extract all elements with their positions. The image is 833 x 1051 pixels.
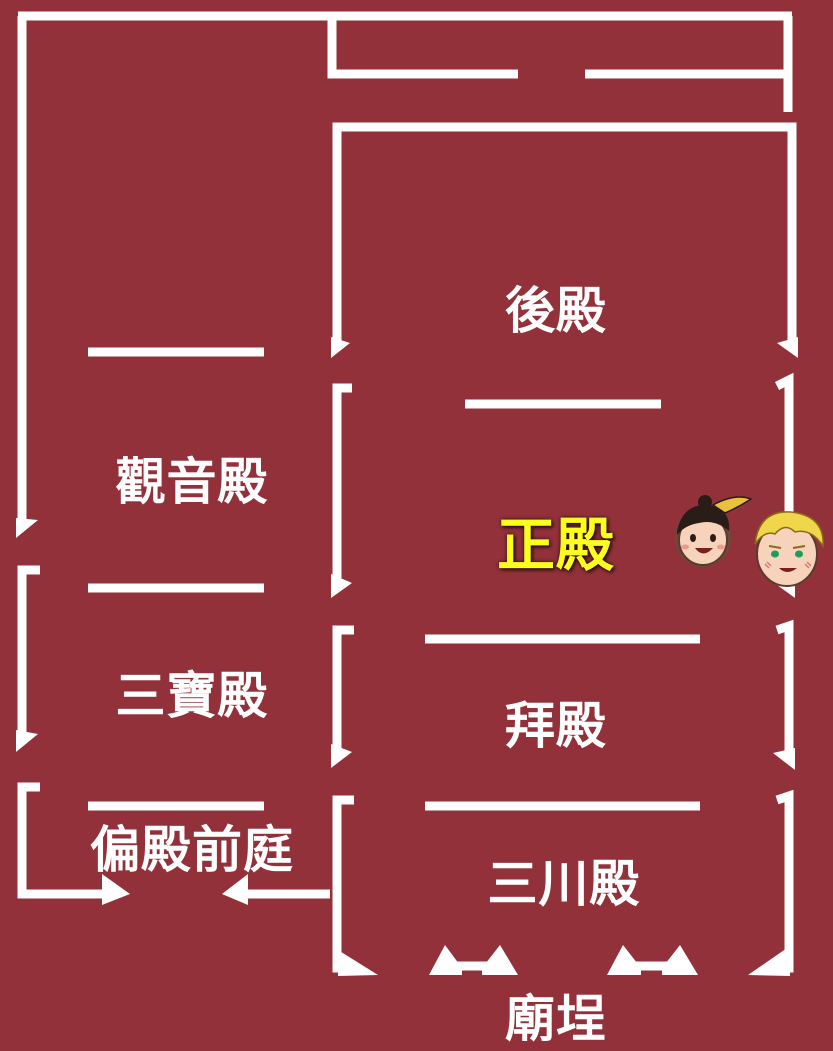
sanchuan-left-wall	[332, 795, 354, 973]
outer-left-arrow	[16, 518, 38, 538]
boy-avatar-icon	[754, 511, 824, 587]
treasures-left-bracket	[17, 565, 40, 735]
back-hall-arrow-right	[777, 337, 798, 358]
forecourt-arrow-left	[102, 874, 130, 905]
main-hall-left-bracket	[332, 383, 352, 580]
sanchuan-right-wall	[770, 789, 794, 973]
temple-square-label: 廟埕	[505, 990, 607, 1048]
back-hall-wall	[332, 122, 797, 350]
sanchuan-hall-label: 三川殿	[487, 855, 641, 913]
back-yard-divider	[327, 16, 518, 79]
back-hall-arrow-left	[331, 337, 350, 358]
sanchuan-arrow-bottom-left	[338, 950, 378, 976]
main-hall-label: 正殿	[496, 511, 616, 579]
side-forecourt-label: 偏殿前庭	[90, 821, 294, 879]
sanchuan-arrow-bottom-right	[748, 946, 790, 976]
three-treasures-hall-label: 三寶殿	[115, 667, 269, 725]
worship-left-bracket	[332, 625, 354, 750]
worship-arrow-right	[773, 748, 795, 770]
guanyin-hall-label: 觀音殿	[115, 453, 269, 511]
worship-right-bracket	[775, 619, 794, 752]
back-hall-label: 後殿	[505, 282, 607, 340]
girl-avatar-icon	[675, 495, 753, 567]
worship-hall-label: 拜殿	[505, 697, 607, 755]
main-hall-arrow-left	[331, 574, 352, 598]
worship-arrow-left	[331, 744, 352, 768]
forecourt-wall	[17, 782, 110, 899]
treasures-arrow	[16, 730, 38, 752]
